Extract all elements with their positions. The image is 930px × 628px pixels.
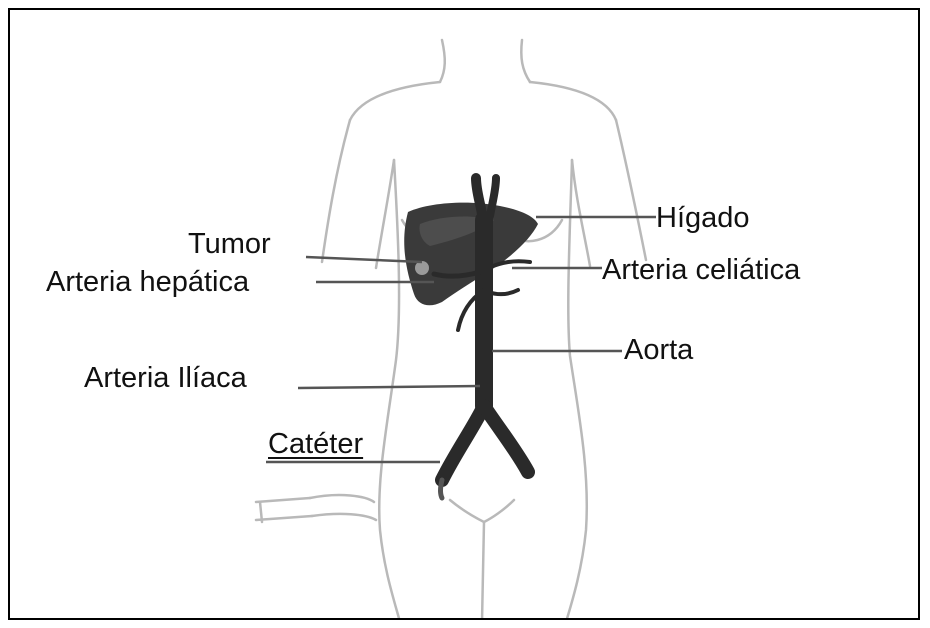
label-cateter: Catéter (268, 430, 363, 459)
diagram-frame: Tumor Arteria hepática Arteria Ilíaca Ca… (8, 8, 920, 620)
tumor-spot (415, 261, 429, 275)
label-arteria-iliaca: Arteria Ilíaca (84, 364, 247, 393)
label-tumor: Tumor (188, 230, 271, 259)
label-aorta: Aorta (624, 336, 693, 365)
label-arteria-hepatica: Arteria hepática (46, 268, 249, 297)
label-higado: Hígado (656, 204, 750, 233)
label-arteria-celiatica: Arteria celiática (602, 256, 800, 285)
body-silhouette (256, 40, 646, 620)
anatomy-illustration (10, 10, 920, 620)
